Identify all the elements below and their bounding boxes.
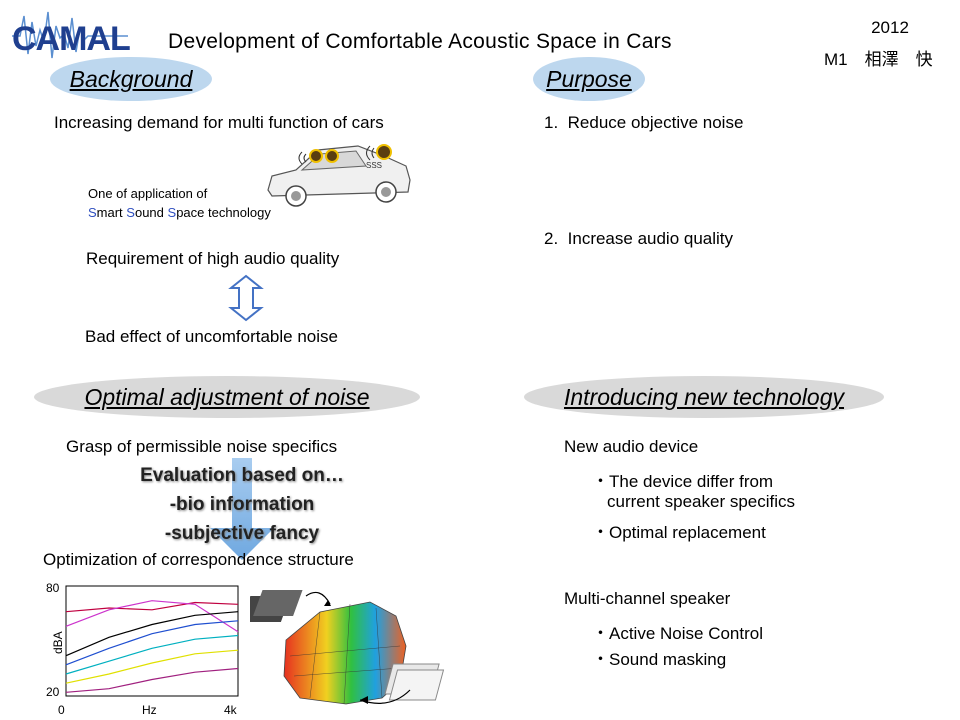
x-axis-label: Hz (142, 703, 157, 717)
arrow-head-icon (324, 600, 331, 606)
chart-series-line-6 (65, 649, 239, 684)
y-axis-label: dBA (51, 631, 65, 654)
application-line1: One of application of (88, 186, 208, 201)
requirement-text: Requirement of high audio quality (86, 249, 340, 268)
year-label: 2012 (871, 18, 909, 37)
camal-logo: CAMAL (12, 11, 130, 59)
noise-spectrum-chart: 80 20 dBA 0 Hz 4k (46, 581, 239, 717)
evaluation-line-1: Evaluation based on… (140, 465, 344, 486)
audio-item-1: ・The device differ from (592, 472, 774, 491)
application-line2: Smart Sound Space technology (88, 205, 271, 220)
purpose-item-2: 2. Increase audio quality (544, 229, 733, 249)
multi-item-1: ・Active Noise Control (592, 624, 764, 643)
multi-channel-text: Multi-channel speaker (564, 589, 731, 608)
purpose-item-number: 1. (544, 113, 559, 132)
ound-text: ound (134, 205, 168, 220)
audio-device-text: New audio device (564, 437, 699, 456)
chart-series-line-4 (65, 620, 239, 666)
y-tick-bottom: 20 (46, 685, 60, 699)
chart-series-line-1 (65, 601, 239, 613)
background-heading-text: Background (69, 65, 193, 92)
purpose-item-1: 1. Reduce objective noise (544, 113, 743, 133)
introducing-heading-text: Introducing new technology (563, 383, 845, 410)
author-label: M1 相澤 快 (824, 50, 933, 69)
bad-effect-text: Bad effect of uncomfortable noise (85, 327, 338, 346)
mart-text: mart (96, 205, 127, 220)
optimal-heading-text: Optimal adjustment of noise (84, 383, 370, 410)
pace-text: pace technology (176, 205, 271, 220)
grasp-text: Grasp of permissible noise specifics (66, 437, 338, 456)
s-letter: S (126, 205, 135, 220)
vehicle-structure-illustration (250, 590, 445, 705)
purpose-item-text: Reduce objective noise (567, 113, 744, 132)
evaluation-line-3: -subjective fancy (164, 523, 320, 544)
evaluation-line-2: -bio information (169, 494, 315, 515)
purpose-heading: Purpose (533, 57, 645, 101)
chart-series-line-3 (65, 611, 239, 657)
y-tick-top: 80 (46, 581, 60, 595)
chart-series-line-7 (65, 667, 239, 693)
arrow-head-icon (360, 696, 368, 704)
page-title: Development of Comfortable Acoustic Spac… (168, 30, 672, 53)
x-tick-right: 4k (224, 703, 238, 717)
chart-series-line-5 (65, 634, 239, 675)
introducing-heading: Introducing new technology (524, 376, 884, 418)
double-arrow-icon (228, 274, 264, 322)
speaker-icon (309, 144, 392, 163)
chart-series-line-2 (65, 600, 239, 633)
purpose-item-number: 2. (544, 229, 559, 248)
optimization-text: Optimization of correspondence structure (43, 550, 354, 569)
purpose-item-text: Increase audio quality (567, 229, 734, 248)
background-line1: Increasing demand for multi function of … (54, 113, 384, 132)
purpose-heading-text: Purpose (546, 65, 632, 92)
audio-item-2: ・Optimal replacement (592, 523, 766, 542)
down-arrow-icon (210, 458, 274, 560)
multi-item-2: ・Sound masking (592, 650, 727, 669)
x-tick-left: 0 (58, 703, 65, 717)
panel-icon (384, 663, 445, 701)
foam-icon (250, 590, 303, 622)
optimal-heading: Optimal adjustment of noise (34, 376, 420, 418)
s-letter: S (88, 205, 97, 220)
car-illustration: SSS (267, 144, 411, 207)
s-letter: S (167, 205, 177, 220)
audio-item-1-cont: current speaker specifics (607, 492, 796, 511)
svg-text:CAMAL: CAMAL (12, 20, 130, 58)
chart-frame (65, 585, 239, 697)
svg-text:SSS: SSS (366, 161, 382, 170)
background-heading: Background (50, 57, 212, 101)
arrow-icon (305, 591, 331, 605)
